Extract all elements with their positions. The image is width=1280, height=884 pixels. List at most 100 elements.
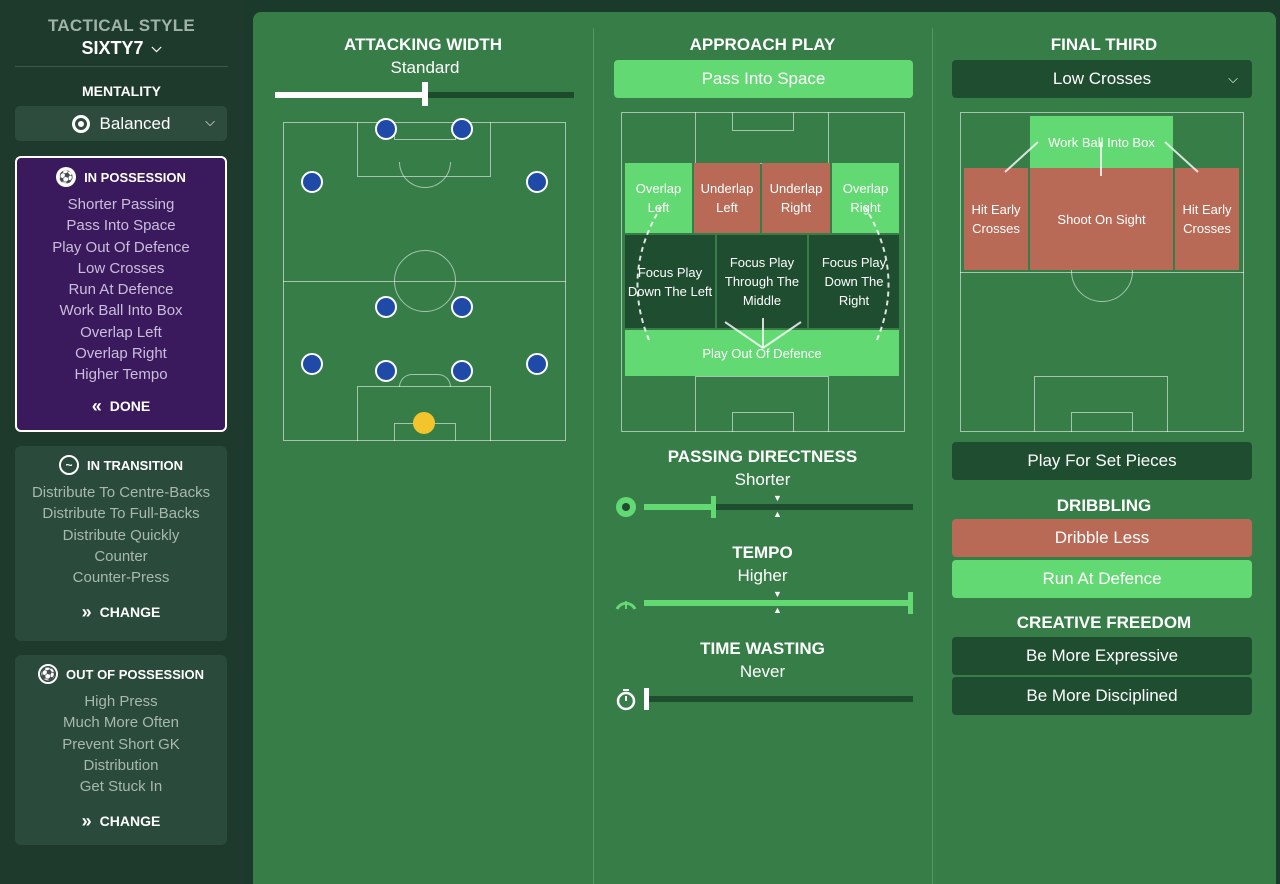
football-icon: ⚽ bbox=[56, 167, 77, 187]
approach-play-pitch: Overlap Left Underlap Left Underlap Righ… bbox=[621, 112, 905, 432]
time-wasting-slider[interactable] bbox=[644, 696, 913, 702]
zone-overlap-right[interactable]: Overlap Right bbox=[832, 163, 899, 233]
player-right-wing[interactable] bbox=[526, 171, 548, 193]
list-item: Pass Into Space bbox=[66, 217, 176, 235]
tactic-name-dropdown[interactable]: SIXTY7 ⌵ bbox=[15, 38, 228, 59]
approach-arrows bbox=[636, 206, 890, 349]
out-of-possession-panel[interactable]: ⚽ OUT OF POSSESSION High Press Much More… bbox=[15, 655, 227, 845]
passing-directness-handle[interactable] bbox=[711, 496, 717, 518]
tempo-handle[interactable] bbox=[908, 592, 913, 614]
player-striker-right[interactable] bbox=[451, 118, 473, 140]
approach-play-selected[interactable]: Pass Into Space bbox=[614, 60, 913, 98]
zone-overlap-left[interactable]: Overlap Left bbox=[625, 163, 692, 233]
passing-directness-title: PASSING DIRECTNESS bbox=[667, 447, 858, 466]
play-for-set-pieces-button[interactable]: Play For Set Pieces bbox=[952, 442, 1252, 480]
chevron-down-icon: ⌵ bbox=[151, 40, 162, 55]
be-more-disciplined-button[interactable]: Be More Disciplined bbox=[952, 677, 1252, 715]
attacking-width-handle[interactable] bbox=[421, 82, 428, 106]
list-item: Higher Tempo bbox=[74, 366, 168, 384]
player-striker-left[interactable] bbox=[375, 118, 397, 140]
default-marker: ▲ bbox=[773, 509, 782, 519]
final-third-arrows bbox=[1004, 141, 1199, 176]
double-chevron-left-icon: « bbox=[91, 395, 102, 416]
creative-freedom-title: CREATIVE FREEDOM bbox=[1016, 613, 1192, 632]
player-goalkeeper[interactable] bbox=[413, 412, 435, 434]
in-possession-list: Shorter Passing Pass Into Space Play Out… bbox=[17, 194, 225, 386]
change-transition-button[interactable]: »CHANGE bbox=[81, 602, 161, 623]
list-item: Distribute To Full-Backs bbox=[42, 505, 200, 523]
mentality-dropdown[interactable]: Balanced ⌵ bbox=[15, 106, 227, 141]
zone-shoot-on-sight[interactable]: Shoot On Sight bbox=[1030, 168, 1173, 270]
in-possession-title: IN POSSESSION bbox=[84, 169, 186, 185]
run-at-defence-button[interactable]: Run At Defence bbox=[952, 560, 1252, 598]
list-item: Prevent Short GK bbox=[62, 735, 180, 753]
mentality-icon bbox=[71, 114, 90, 133]
passing-directness-fill bbox=[644, 504, 712, 510]
be-more-expressive-button[interactable]: Be More Expressive bbox=[952, 637, 1252, 675]
done-button[interactable]: «DONE bbox=[91, 395, 151, 416]
sidebar: TACTICAL STYLE SIXTY7 ⌵ MENTALITY Balance… bbox=[0, 0, 243, 884]
in-possession-panel[interactable]: ⚽ IN POSSESSION Shorter Passing Pass Int… bbox=[15, 156, 227, 432]
transition-icon: ~ bbox=[58, 455, 79, 475]
dribble-less-button[interactable]: Dribble Less bbox=[952, 519, 1252, 557]
zone-underlap-right[interactable]: Underlap Right bbox=[762, 163, 830, 233]
list-item: Low Crosses bbox=[77, 259, 165, 277]
tactical-style-label: TACTICAL STYLE bbox=[47, 16, 196, 35]
in-transition-panel[interactable]: ~ IN TRANSITION Distribute To Centre-Bac… bbox=[15, 446, 227, 641]
stopwatch-icon bbox=[614, 687, 638, 711]
list-item: Overlap Left bbox=[80, 323, 162, 341]
zone-underlap-left[interactable]: Underlap Left bbox=[694, 163, 760, 233]
player-cb-right[interactable] bbox=[451, 360, 473, 382]
zone-hit-early-crosses-right[interactable]: Hit Early Crosses bbox=[1175, 168, 1239, 270]
speedometer-icon bbox=[614, 591, 638, 615]
zone-focus-middle[interactable]: Focus Play Through The Middle bbox=[717, 235, 807, 328]
column-divider bbox=[932, 28, 933, 884]
time-wasting-value: Never bbox=[739, 662, 786, 681]
bottom-arc bbox=[399, 374, 451, 387]
list-item: Much More Often bbox=[63, 714, 179, 732]
list-item: Overlap Right bbox=[75, 345, 167, 363]
player-left-back[interactable] bbox=[301, 353, 323, 375]
final-third-dropdown[interactable]: Low Crosses ⌵ bbox=[952, 60, 1252, 98]
double-chevron-right-icon: » bbox=[81, 811, 92, 832]
player-cb-left[interactable] bbox=[375, 360, 397, 382]
player-left-wing[interactable] bbox=[301, 171, 323, 193]
top-six-yard-box bbox=[732, 112, 794, 131]
mentality-label: MENTALITY bbox=[81, 83, 162, 99]
list-item: Run At Defence bbox=[68, 281, 174, 299]
passing-directness-value: Shorter bbox=[734, 470, 791, 489]
tactic-name: SIXTY7 bbox=[81, 38, 144, 58]
out-of-possession-title: OUT OF POSSESSION bbox=[66, 666, 204, 682]
out-of-possession-list: High Press Much More Often Prevent Short… bbox=[15, 691, 227, 797]
tempo-title: TEMPO bbox=[732, 543, 793, 562]
chevron-down-icon: ⌵ bbox=[1228, 71, 1238, 86]
bottom-six-yard-box bbox=[1071, 412, 1133, 432]
zone-hit-early-crosses-left[interactable]: Hit Early Crosses bbox=[964, 168, 1028, 270]
time-wasting-handle[interactable] bbox=[644, 688, 649, 710]
top-six-yard-box bbox=[394, 122, 456, 140]
final-third-pitch: Work Ball Into Box Hit Early Crosses Sho… bbox=[960, 112, 1244, 432]
passing-directness-slider[interactable] bbox=[644, 504, 913, 510]
list-item: Distribute Quickly bbox=[62, 526, 180, 544]
player-right-back[interactable] bbox=[526, 353, 548, 375]
player-cm-right[interactable] bbox=[451, 296, 473, 318]
list-item: Counter bbox=[94, 547, 148, 565]
final-third-title: FINAL THIRD bbox=[1050, 35, 1158, 54]
attacking-width-value: Standard bbox=[390, 58, 460, 77]
chevron-down-icon: ⌵ bbox=[205, 114, 215, 129]
player-cm-left[interactable] bbox=[375, 296, 397, 318]
in-transition-list: Distribute To Centre-Backs Distribute To… bbox=[15, 482, 227, 588]
bottom-penalty-box bbox=[695, 376, 829, 432]
list-item: Shorter Passing bbox=[67, 196, 175, 213]
change-oop-button[interactable]: »CHANGE bbox=[81, 811, 161, 832]
default-marker: ▼ bbox=[773, 493, 782, 503]
formation-pitch bbox=[283, 118, 566, 441]
pitch-outline bbox=[621, 112, 905, 432]
tempo-fill bbox=[644, 600, 913, 606]
dribbling-title: DRIBBLING bbox=[1056, 496, 1152, 515]
mentality-value: Balanced bbox=[99, 113, 171, 133]
attacking-width-title: ATTACKING WIDTH bbox=[343, 35, 502, 54]
approach-play-title: APPROACH PLAY bbox=[689, 35, 836, 54]
list-item: Counter-Press bbox=[72, 569, 170, 587]
centre-circle bbox=[394, 250, 456, 312]
